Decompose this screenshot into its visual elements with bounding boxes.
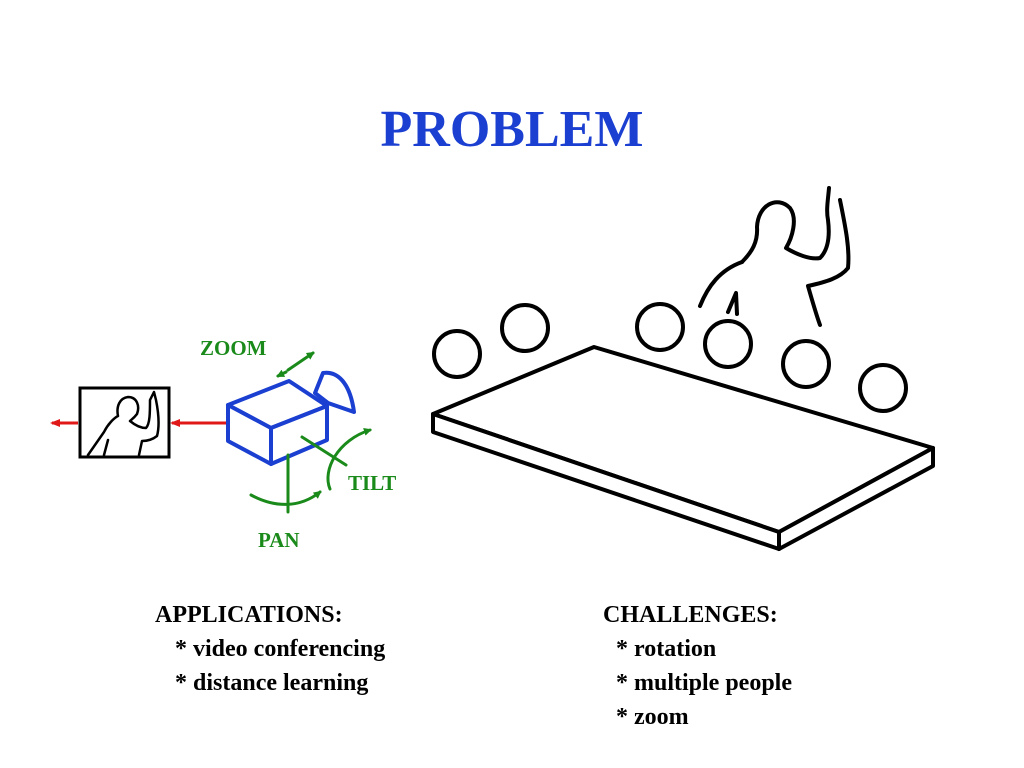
participant-heads [432, 302, 908, 413]
zoom-arrow-icon [276, 369, 288, 378]
tilt-arrow-icon [326, 427, 372, 491]
person-icon [698, 186, 851, 327]
table-icon [431, 345, 935, 551]
applications-list: APPLICATIONS: * video conferencing * dis… [155, 598, 385, 700]
slide-title: PROBLEM [380, 101, 644, 158]
challenges-heading: CHALLENGES: [603, 602, 778, 628]
head-icon [781, 339, 831, 389]
zoom-label: ZOOM [200, 336, 267, 360]
list-item: * video conferencing [175, 636, 386, 662]
head-icon [703, 319, 753, 369]
pan-arrow-icon [249, 490, 322, 506]
head-icon [635, 302, 685, 352]
tilt-axis-line [300, 435, 348, 467]
tilt-label: TILT [348, 471, 397, 495]
zoom-arrow-icon [286, 351, 315, 372]
list-item: * rotation [616, 636, 717, 662]
list-item: * multiple people [616, 670, 793, 696]
pan-label: PAN [258, 528, 300, 552]
camera-icon [226, 370, 356, 466]
challenges-list: CHALLENGES: * rotation * multiple people… [603, 598, 792, 734]
motion-arrows [249, 351, 372, 514]
head-icon [500, 303, 550, 353]
list-item: * distance learning [175, 670, 369, 696]
head-icon [858, 363, 908, 413]
list-item: * zoom [616, 704, 689, 730]
head-icon [432, 329, 482, 379]
applications-heading: APPLICATIONS: [155, 602, 343, 628]
monitor-icon [78, 386, 171, 459]
